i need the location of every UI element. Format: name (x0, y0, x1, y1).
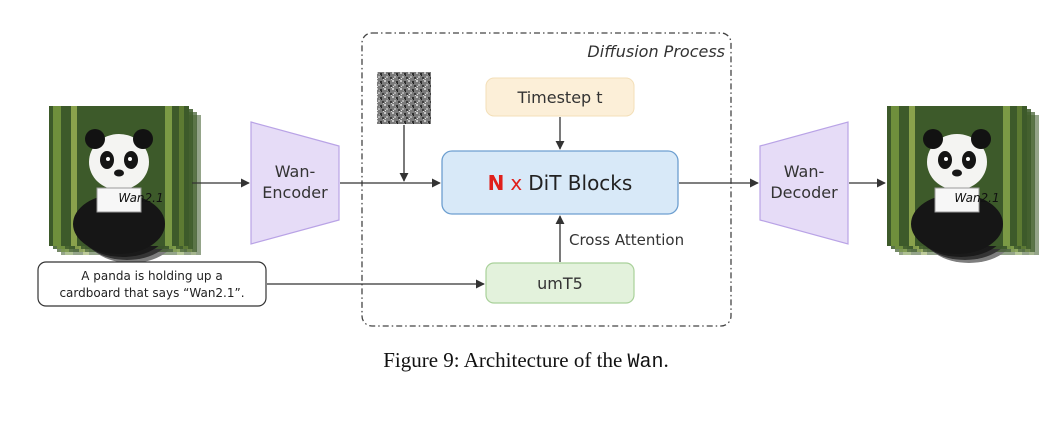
wan-decoder-shape (759, 121, 849, 245)
input-video-frames: Wan2.1 (48, 105, 202, 264)
encoder-label-line1: Wan- (275, 162, 316, 181)
timestep-label: Timestep t (516, 88, 602, 107)
diffusion-process-region (361, 32, 732, 327)
caption-suffix: . (663, 348, 669, 372)
dit-blocks-box (441, 150, 679, 215)
prompt-box (37, 261, 267, 307)
noise-latent (377, 72, 431, 124)
wan-encoder-shape (250, 121, 340, 245)
umt5-box (485, 262, 635, 304)
encoder-label-line2: Encoder (262, 183, 328, 202)
output-video-frames: Wan2.1 (886, 105, 1040, 264)
umt5-label: umT5 (537, 274, 583, 293)
timestep-box (485, 77, 635, 117)
caption-model-name: Wan (627, 351, 664, 374)
diffusion-process-label: Diffusion Process (587, 42, 725, 61)
caption-prefix: Figure 9: Architecture of the (383, 348, 623, 372)
decoder-label-line2: Decoder (770, 183, 838, 202)
decoder-label-line1: Wan- (784, 162, 825, 181)
cross-attention-label: Cross Attention (569, 231, 684, 249)
output-sign-text: Wan2.1 (954, 191, 999, 205)
figure-caption: Figure 9: Architecture of the Wan. (0, 348, 1052, 374)
prompt-line2: cardboard that says “Wan2.1”. (59, 286, 244, 300)
dit-n-label: N (488, 171, 505, 195)
dit-blocks-label: DiT Blocks (528, 171, 632, 195)
prompt-line1: A panda is holding up a (81, 269, 222, 283)
input-sign-text: Wan2.1 (118, 191, 163, 205)
dit-x-label: x (510, 171, 522, 195)
